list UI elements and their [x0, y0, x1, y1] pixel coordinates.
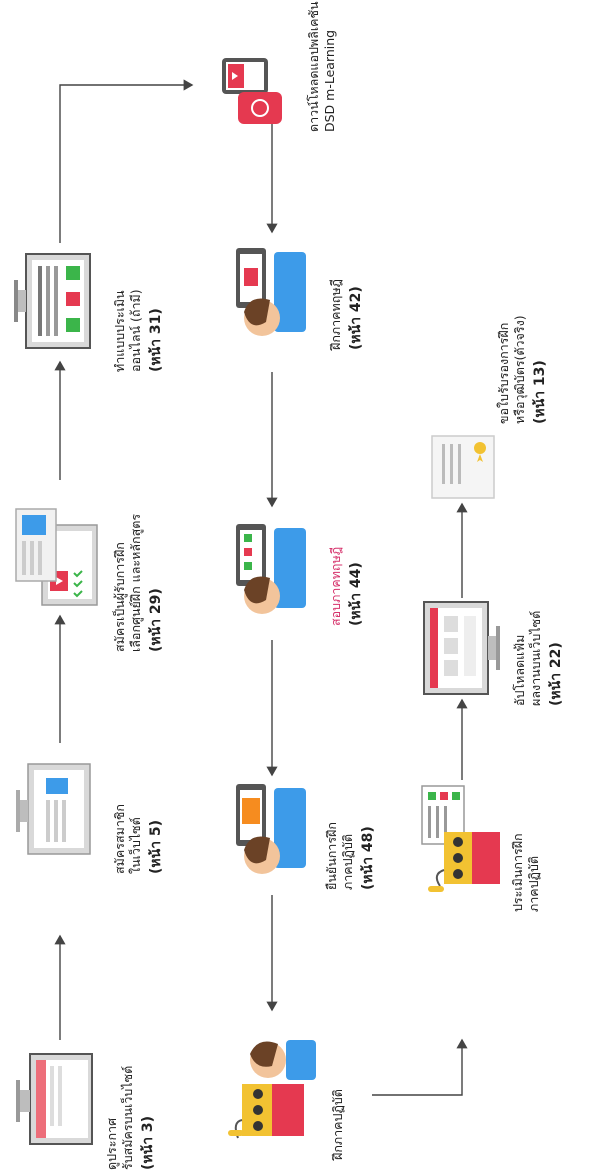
- certificate-icon: [431, 435, 495, 499]
- step-label-upload-portfolio: อัปโหลดแฟ้ม ผลงานบนเว็บไซต์ (หน้า 22): [512, 610, 564, 706]
- registration-monitor-icon: [16, 763, 91, 855]
- step-label-online-assessment: ทำแบบประเมิน ออนไลน์ (ถ้ามี) (หน้า 31): [112, 289, 164, 372]
- step-label-apply-trainee: สมัครเป็นผู้รับการฝึก เลือกศูนย์ฝึก และห…: [112, 513, 164, 652]
- apply-course-icon: [15, 508, 98, 606]
- step-label-request-certificate: ขอใบรับรองการฝึก หรือวุฒิบัตร(ตัวจริง) (…: [496, 315, 548, 424]
- arrow-9: [372, 1038, 468, 1096]
- step-label-confirm-practice: ยืนยันการฝึก ภาคปฏิบัติ (หน้า 48): [324, 822, 376, 890]
- practical-training-icon: [228, 1040, 316, 1139]
- online-assessment-icon: [14, 253, 91, 349]
- practical-evaluation-icon: [421, 785, 500, 892]
- step-label-theory-exam: สอบภาคทฤษฎี (หน้า 44): [328, 546, 364, 626]
- person-theory-exam-icon: [236, 524, 306, 614]
- step-label-practical-training: ฝึกภาคปฏิบัติ: [330, 1089, 345, 1160]
- step-label-register-member: สมัครสมาชิก ในเว็บไซต์ (หน้า 5): [112, 804, 164, 874]
- upload-portfolio-icon: [423, 601, 500, 695]
- step-label-theory-training: ฝึกภาคทฤษฎี (หน้า 42): [328, 279, 364, 350]
- step-label-view-announcement: ดูประกาศ รับสมัครบนเว็บไซต์ (หน้า 3): [104, 1065, 156, 1170]
- arrow-4: [59, 79, 194, 243]
- step-label-practical-evaluation: ประเมินการฝึก ภาคปฏิบัติ: [510, 833, 541, 912]
- mobile-app-icon: [222, 58, 282, 124]
- person-confirm-practice-icon: [236, 784, 306, 874]
- step-label-download-app: ดาวน์โหลดแอปพลิเคชัน DSD m-Learning: [306, 1, 337, 133]
- monitor-webpage-icon: [16, 1053, 93, 1145]
- person-theory-study-icon: [236, 248, 306, 336]
